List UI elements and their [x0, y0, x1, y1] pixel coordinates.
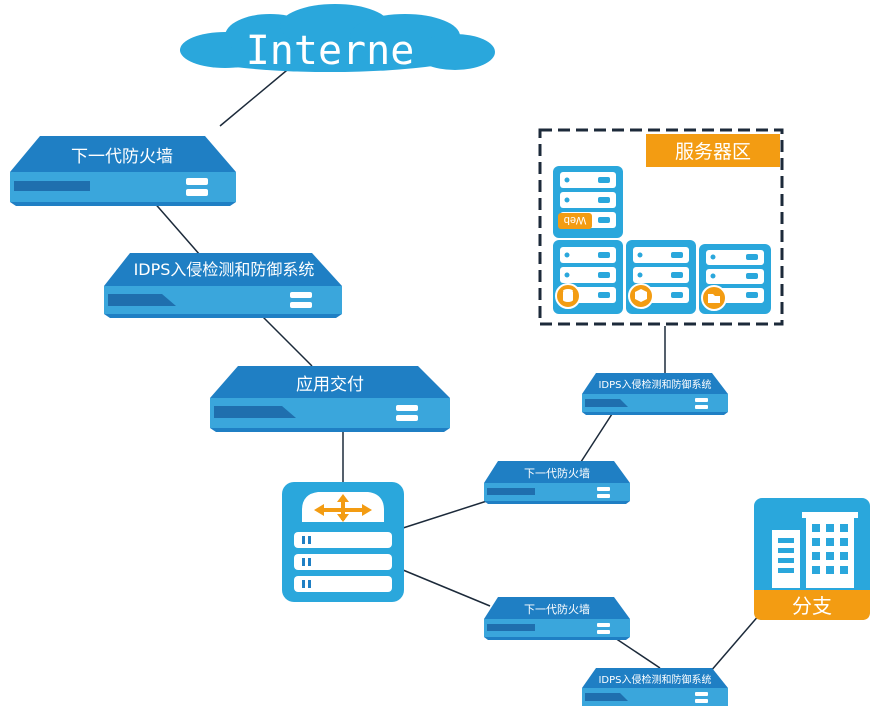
- link-switch-fw-low: [402, 569, 491, 607]
- database-server[interactable]: [553, 240, 623, 314]
- server-rack-icon: [626, 240, 696, 314]
- link-idps-adc: [261, 315, 313, 367]
- branch-badge: [754, 590, 870, 620]
- adc-device[interactable]: 应用交付: [210, 366, 450, 432]
- idps-device-icon: [104, 253, 342, 318]
- idps-low-device[interactable]: IDPS入侵检测和防御系统: [582, 668, 728, 706]
- firewall-low-label: 下一代防火墙: [524, 602, 590, 616]
- link-fw-low-idps-low: [611, 635, 661, 669]
- file-server[interactable]: [699, 244, 771, 314]
- firewall-device-icon: [484, 597, 630, 640]
- firewall-mid-label: 下一代防火墙: [524, 466, 590, 480]
- firewall-device-icon: [484, 461, 630, 504]
- cube-icon: [628, 283, 654, 309]
- firewall-mid-device[interactable]: 下一代防火墙: [484, 461, 630, 504]
- link-idps-low-branch: [709, 613, 761, 673]
- folder-icon: [701, 285, 727, 311]
- internet-cloud: Interne: [180, 4, 495, 74]
- idps-top-device[interactable]: IDPS入侵检测和防御系统: [104, 253, 342, 318]
- link-internet-fw: [219, 65, 293, 127]
- database-icon: [555, 283, 581, 309]
- idps-device-icon: [582, 668, 728, 706]
- server-zone-border: [538, 128, 784, 326]
- idps-top-label: IDPS入侵检测和防御系统: [134, 260, 315, 279]
- firewall-low-device[interactable]: 下一代防火墙: [484, 597, 630, 640]
- idps-server-label: IDPS入侵检测和防御系统: [598, 378, 711, 391]
- app-server[interactable]: [626, 240, 696, 314]
- firewall-device-icon: [10, 136, 236, 206]
- cloud-icon: [180, 4, 495, 72]
- adc-device-icon: [210, 366, 450, 432]
- cloud-label: Interne: [246, 28, 415, 74]
- server-rack-icon: [699, 244, 771, 314]
- server-zone: 服务器区 Web: [538, 128, 784, 326]
- server-zone-label: 服务器区: [675, 141, 751, 163]
- adc-label: 应用交付: [296, 375, 364, 395]
- idps-server-device[interactable]: IDPS入侵检测和防御系统: [582, 373, 728, 415]
- idps-device-icon: [582, 373, 728, 415]
- firewall-top-device[interactable]: 下一代防火墙: [10, 136, 236, 206]
- branch-label: 分支: [792, 594, 832, 618]
- idps-low-label: IDPS入侵检测和防御系统: [598, 673, 711, 686]
- link-switch-fw-mid: [402, 499, 491, 529]
- link-fw-idps: [151, 199, 201, 256]
- server-zone-badge: [646, 134, 780, 167]
- web-tag: Web: [564, 214, 586, 226]
- firewall-top-label: 下一代防火墙: [71, 147, 173, 167]
- switch-icon: [282, 482, 404, 602]
- branch-office[interactable]: 分支: [754, 498, 870, 620]
- web-server[interactable]: Web: [553, 166, 623, 238]
- server-rack-icon: [553, 166, 623, 238]
- core-switch[interactable]: [282, 482, 404, 602]
